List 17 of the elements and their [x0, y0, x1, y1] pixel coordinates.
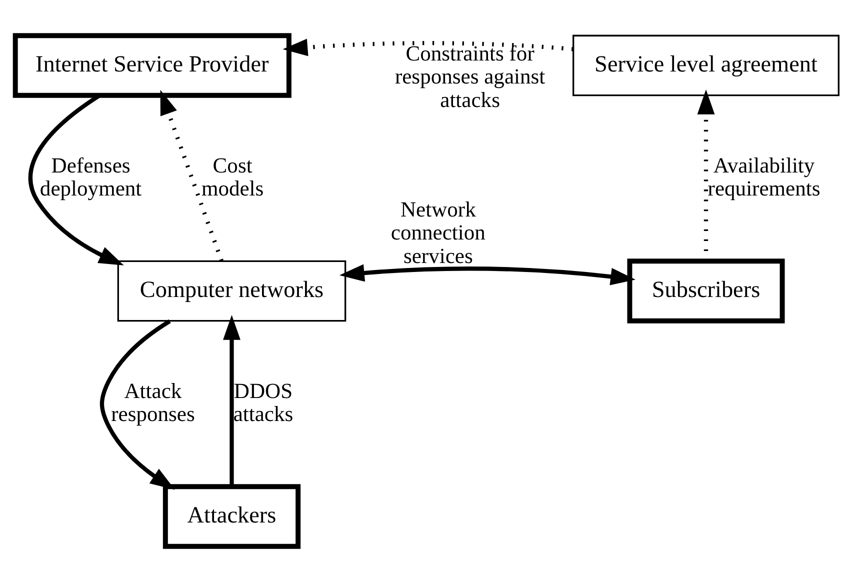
- arrow: [223, 314, 240, 486]
- edge-label: Cost models: [201, 152, 264, 200]
- arrow: [160, 89, 224, 262]
- node-box: Internet Service Provider: [12, 32, 292, 98]
- edge-label: Constraints for responses against attacks: [394, 40, 546, 112]
- edge-label: Defenses deployment: [40, 152, 142, 200]
- arrow: [339, 264, 636, 285]
- arrow: [282, 38, 574, 56]
- node-box: Service level agreement: [572, 34, 840, 96]
- edge-label: DDOS attacks: [233, 378, 294, 426]
- edge-label: Network connection services: [390, 196, 486, 268]
- node-box: Attackers: [162, 484, 301, 548]
- node-box: Computer networks: [117, 260, 346, 322]
- node-box: Subscribers: [627, 258, 785, 323]
- edge-label: Availability requirements: [708, 152, 820, 200]
- arrow: [100, 318, 175, 490]
- edge-label: Attack responses: [111, 378, 195, 426]
